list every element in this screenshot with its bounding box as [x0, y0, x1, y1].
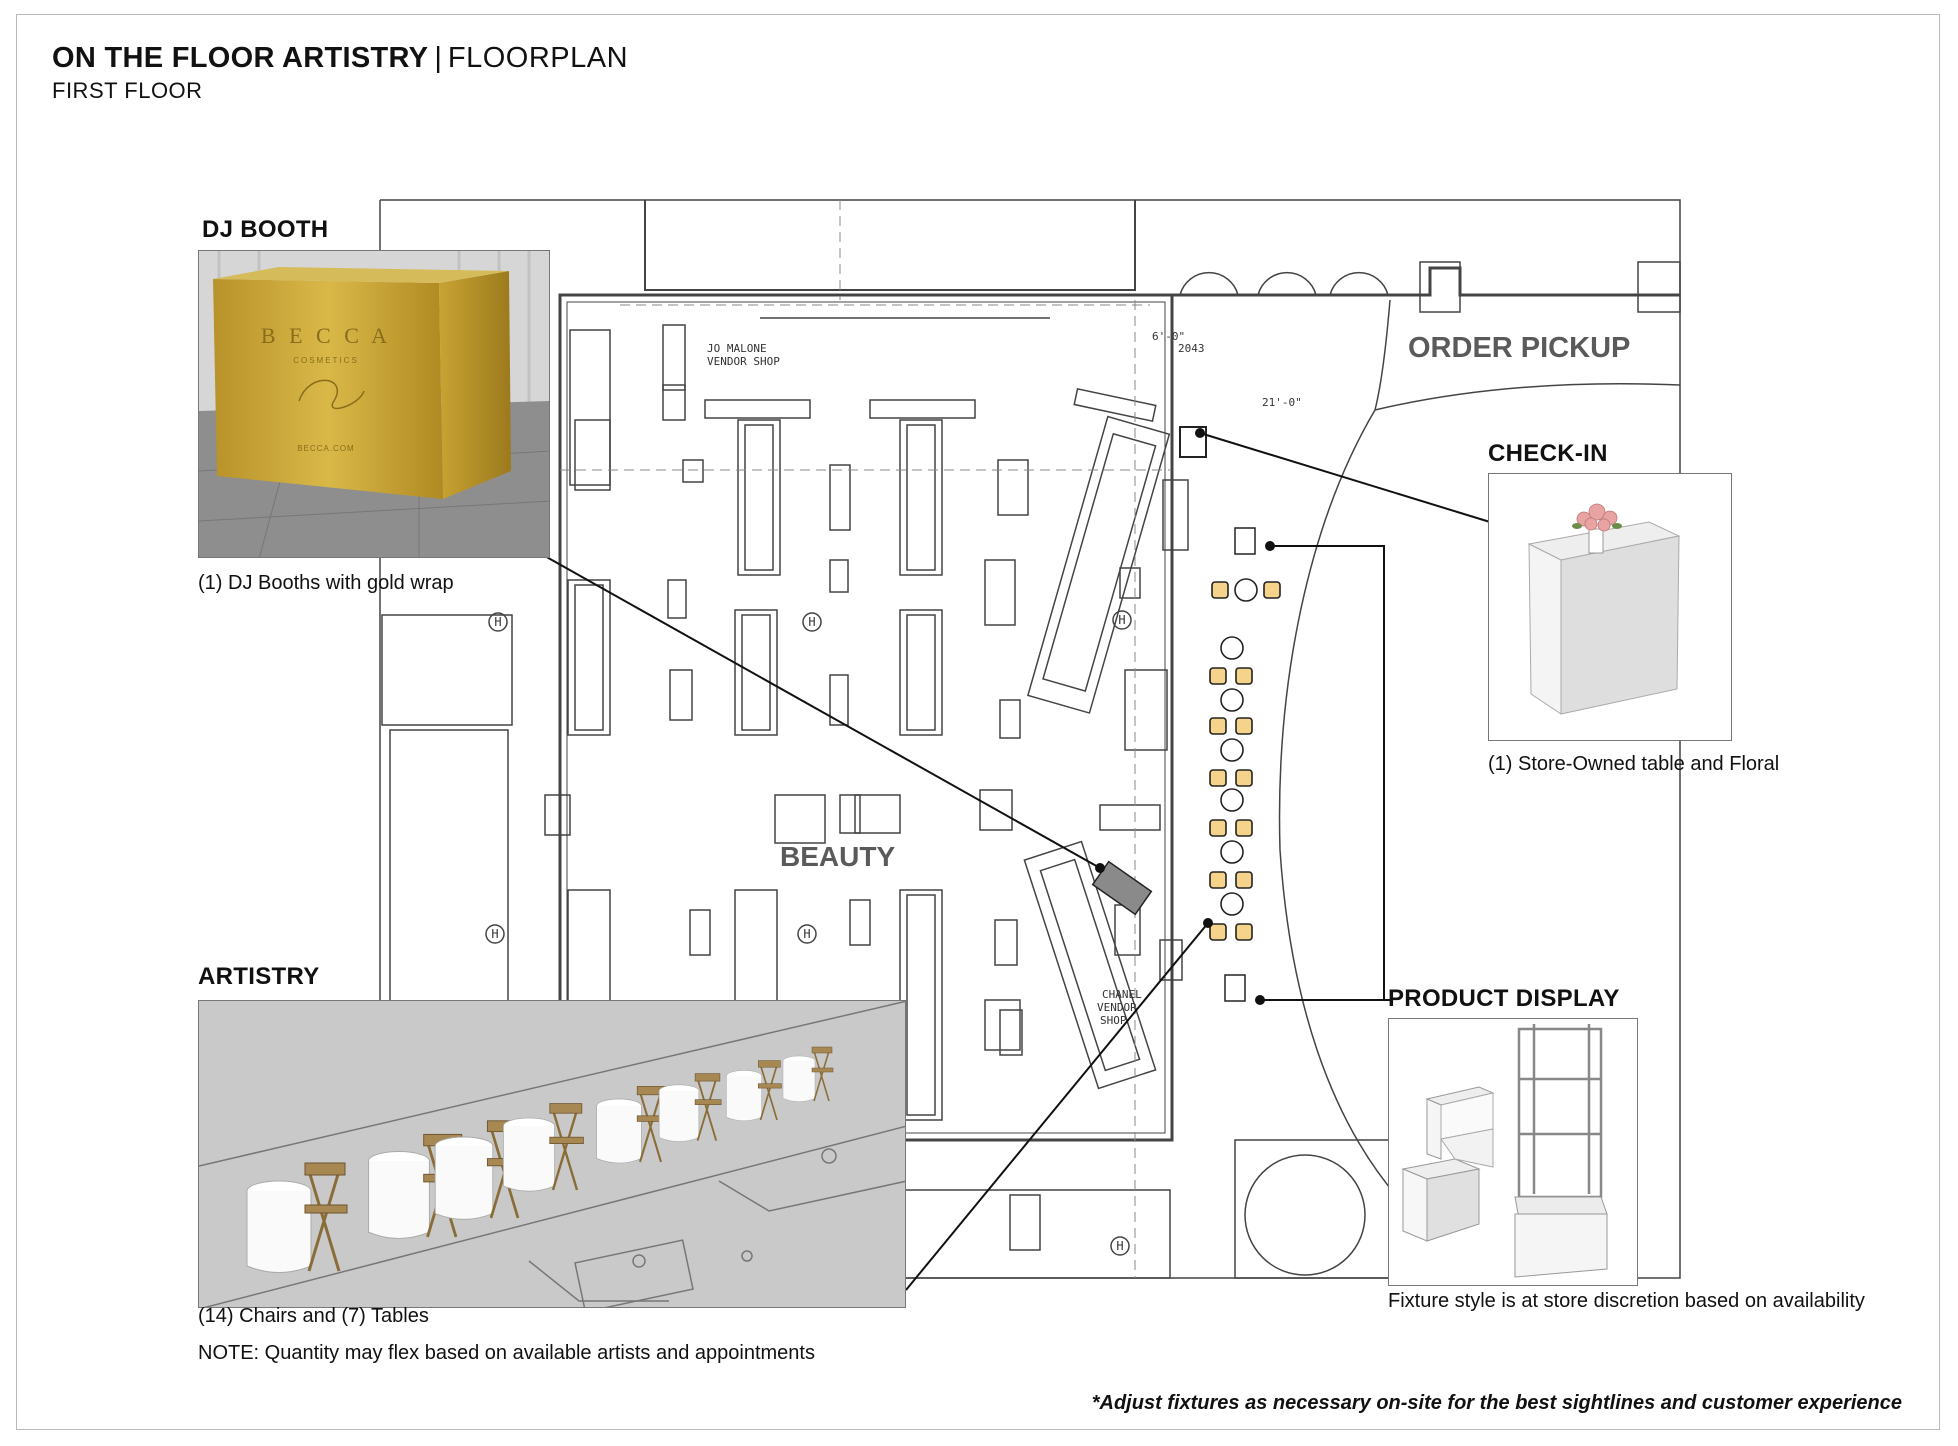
artistry-table-marker [1220, 892, 1244, 916]
artistry-chair-marker [1235, 769, 1253, 787]
artistry-table-group [782, 1046, 834, 1102]
jo-malone-label: JO MALONE [707, 342, 767, 355]
artistry-table-marker [1220, 636, 1244, 660]
product-display-plan-marker [1224, 974, 1246, 1002]
page-title: ON THE FLOOR ARTISTRY|FLOORPLAN [52, 42, 628, 75]
artistry-table-marker [1220, 840, 1244, 864]
dimension-label: 6'-0" [1152, 330, 1185, 343]
artistry-caption: (14) Chairs and (7) Tables [198, 1305, 429, 1327]
hydrant-marker: H [491, 927, 498, 941]
artistry-table-group [726, 1060, 782, 1122]
product-display-image [1388, 1018, 1638, 1286]
artistry-plan-layout [1209, 578, 1281, 941]
dimension-label: 21'-0" [1262, 396, 1302, 409]
artistry-table-marker [1220, 738, 1244, 762]
artistry-image [198, 1000, 906, 1308]
artistry-table-marker [1220, 688, 1244, 712]
chanel-shop-label: SHOP [1100, 1014, 1127, 1027]
artistry-chair-marker [1235, 923, 1253, 941]
artistry-table-group [502, 1103, 584, 1192]
check-in-image [1488, 473, 1732, 741]
artistry-chair-marker [1235, 667, 1253, 685]
title-light: FLOORPLAN [447, 42, 629, 74]
title-separator: | [434, 42, 442, 74]
jo-malone-vendor-label: VENDOR SHOP [707, 355, 780, 368]
artistry-chair-marker [1235, 819, 1253, 837]
order-pickup-label: ORDER PICKUP [1408, 332, 1630, 364]
dj-booth-caption: (1) DJ Booths with gold wrap [198, 572, 454, 594]
product-display-heading: PRODUCT DISPLAY [1388, 985, 1620, 1012]
artistry-chair-marker [1263, 581, 1281, 599]
hydrant-marker: H [803, 927, 810, 941]
page-frame [16, 14, 1940, 1430]
dj-booth-brand-sub: COSMETICS [293, 356, 359, 365]
artistry-render [199, 1001, 905, 1307]
chanel-label: CHANEL [1102, 988, 1142, 1001]
hydrant-marker: H [1118, 613, 1125, 627]
artistry-table-group [658, 1073, 722, 1142]
artistry-chair-marker [1209, 923, 1227, 941]
hydrant-marker: H [808, 615, 815, 629]
dj-booth-heading: DJ BOOTH [202, 216, 329, 243]
artistry-chair-marker [1209, 819, 1227, 837]
artistry-table-marker [1220, 788, 1244, 812]
artistry-note: NOTE: Quantity may flex based on availab… [198, 1342, 815, 1364]
check-in-heading: CHECK-IN [1488, 440, 1608, 467]
beauty-label: BEAUTY [780, 841, 895, 872]
signature-graphic [298, 379, 365, 410]
artistry-chair-marker [1235, 871, 1253, 889]
artistry-table-group [596, 1086, 667, 1164]
artistry-chair-marker [1209, 717, 1227, 735]
artistry-chair-marker [1209, 871, 1227, 889]
artistry-chair-marker [1211, 581, 1229, 599]
product-display-render [1401, 1024, 1608, 1278]
hydrant-marker: H [1116, 1239, 1123, 1253]
hydrant-marker: H [494, 615, 501, 629]
dj-booth-plan-marker [1091, 860, 1153, 916]
footer-note: *Adjust fixtures as necessary on-site fo… [1091, 1392, 1902, 1414]
artistry-table-group [246, 1162, 348, 1273]
artistry-table-marker [1234, 578, 1258, 602]
artistry-chair-marker [1209, 667, 1227, 685]
check-in-caption: (1) Store-Owned table and Floral [1488, 753, 1780, 775]
dimension-label: 2043 [1178, 342, 1205, 355]
check-in-render [1527, 503, 1681, 715]
dj-booth-brand: B E C C A [261, 323, 391, 348]
page-subtitle: FIRST FLOOR [52, 78, 203, 103]
product-display-caption: Fixture style is at store discretion bas… [1388, 1290, 1865, 1312]
dj-booth-url: BECCA.COM [297, 444, 354, 453]
dj-booth-render: B E C C A COSMETICS BECCA.COM [199, 251, 549, 557]
dj-booth-image: B E C C A COSMETICS BECCA.COM [198, 250, 550, 558]
artistry-chair-marker [1209, 769, 1227, 787]
artistry-heading: ARTISTRY [198, 963, 320, 990]
product-display-plan-marker [1234, 527, 1256, 555]
artistry-chair-marker [1235, 717, 1253, 735]
chanel-vendor-label: VENDOR [1097, 1001, 1137, 1014]
title-bold: ON THE FLOOR ARTISTRY [52, 42, 429, 74]
